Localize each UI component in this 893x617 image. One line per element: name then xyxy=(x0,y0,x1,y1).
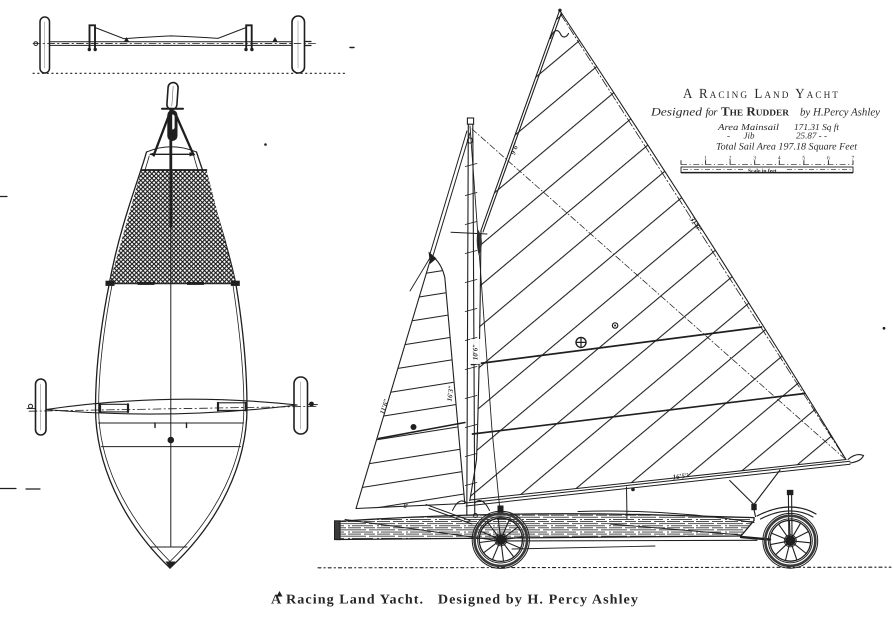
svg-text:Area Mainsail: Area Mainsail xyxy=(717,122,780,132)
svg-text:-: - xyxy=(727,131,730,141)
svg-text:by H.Percy Ashley: by H.Percy Ashley xyxy=(800,107,880,119)
svg-text:Jib: Jib xyxy=(744,131,755,141)
svg-text:7: 7 xyxy=(852,156,855,162)
svg-text:Total Sail Area 197.18 Square: Total Sail Area 197.18 Square Feet xyxy=(716,142,857,153)
svg-text:A Racing Land Yacht: A Racing Land Yacht xyxy=(683,87,840,102)
svg-text:6: 6 xyxy=(827,156,830,162)
svg-text:Designed: Designed xyxy=(650,107,702,119)
svg-text:8′: 8′ xyxy=(403,503,408,510)
svg-text:Scale in feet: Scale in feet xyxy=(748,168,777,174)
svg-text:171.31 Sq ft: 171.31 Sq ft xyxy=(794,122,840,132)
svg-text:for: for xyxy=(706,107,719,119)
svg-text:10′6″: 10′6″ xyxy=(472,344,480,360)
svg-text:4: 4 xyxy=(778,156,781,162)
svg-text:25.87 - -: 25.87 - - xyxy=(796,131,827,141)
svg-text:2: 2 xyxy=(729,156,732,162)
svg-text:The Rudder: The Rudder xyxy=(721,105,790,119)
svg-text:A Racing Land Yacht. Designe: A Racing Land Yacht. Designed by H. Perc… xyxy=(271,592,639,607)
svg-text:3: 3 xyxy=(753,156,756,162)
svg-text:1: 1 xyxy=(704,156,707,162)
svg-text:16′3″: 16′3″ xyxy=(446,385,456,402)
svg-text:5: 5 xyxy=(802,156,805,162)
svg-text:16′5″: 16′5″ xyxy=(672,472,689,482)
